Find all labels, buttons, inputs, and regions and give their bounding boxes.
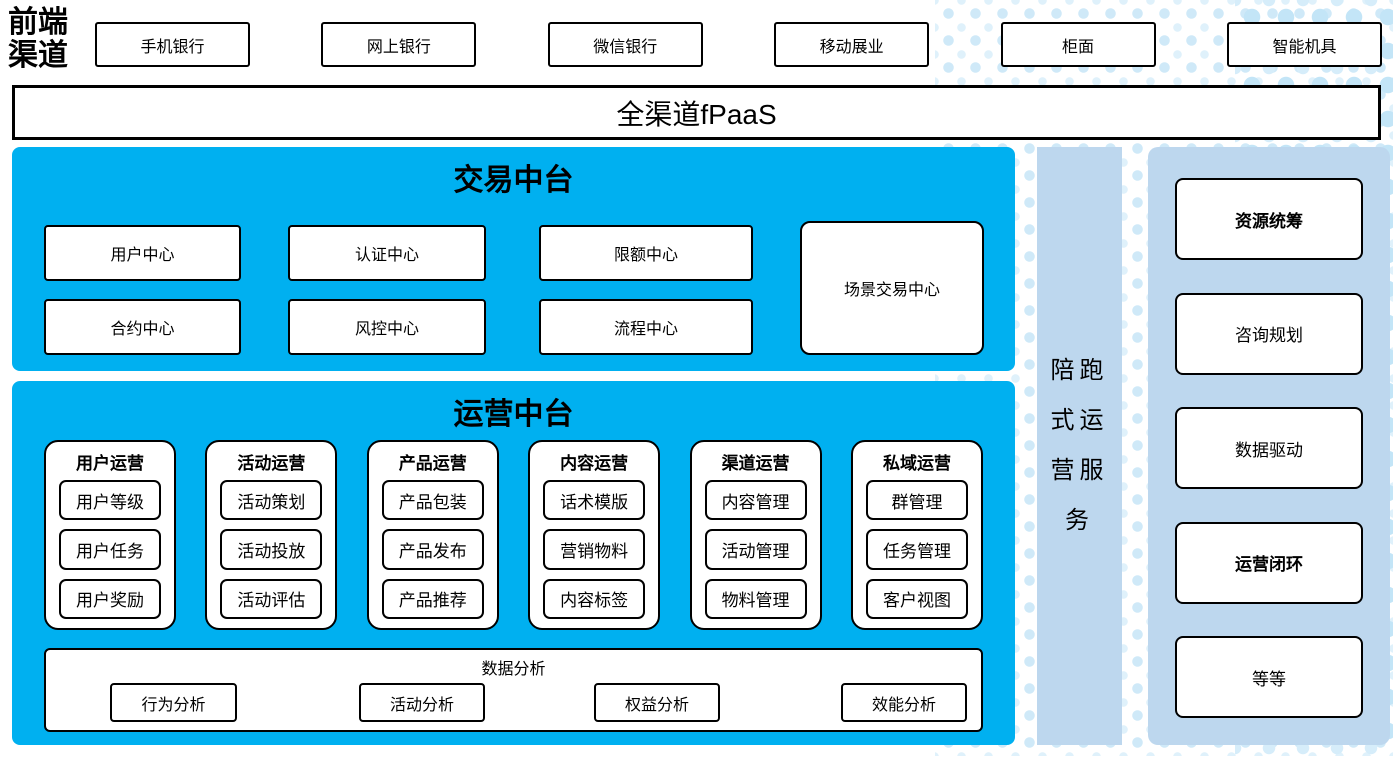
- node-user-reward: 用户奖励: [59, 578, 161, 619]
- node-group-management: 群管理: [865, 480, 968, 521]
- node-process-center: 流程中心: [539, 299, 753, 355]
- node-material-management: 物料管理: [704, 578, 807, 619]
- node-script-template: 话术模版: [543, 480, 646, 521]
- node-activity-evaluation: 活动评估: [220, 578, 323, 619]
- omnichannel-fpaas-bar: 全渠道fPaaS: [12, 85, 1381, 140]
- node-user-task: 用户任务: [59, 529, 161, 570]
- column-header: 用户运营: [76, 454, 144, 473]
- column-product-operation: 产品运营 产品包装 产品发布 产品推荐: [366, 440, 499, 630]
- node-etcetera: 等等: [1175, 636, 1363, 718]
- node-user-level: 用户等级: [59, 480, 161, 521]
- node-marketing-material: 营销物料: [543, 529, 646, 570]
- companion-operation-service-strip: 陪跑式运营服务: [1037, 147, 1122, 745]
- node-limit-center: 限额中心: [539, 225, 753, 281]
- node-activity-delivery: 活动投放: [220, 529, 323, 570]
- node-customer-view: 客户视图: [865, 578, 968, 619]
- data-analysis-title: 数据分析: [481, 661, 546, 678]
- node-data-driven: 数据驱动: [1175, 407, 1363, 489]
- node-benefit-analysis: 权益分析: [594, 683, 720, 722]
- channel-box-smart-devices: 智能机具: [1226, 22, 1382, 67]
- column-header: 产品运营: [398, 454, 467, 473]
- front-channels-row: 手机银行 网上银行 微信银行 移动展业 柜面 智能机具: [95, 22, 1382, 67]
- column-activity-operation: 活动运营 活动策划 活动投放 活动评估: [205, 440, 338, 630]
- trade-platform-panel: 交易中台 用户中心 认证中心 限额中心 合约中心 风控中心 流程中心 场景交易中…: [12, 147, 1015, 371]
- node-behavior-analysis: 行为分析: [110, 683, 237, 722]
- node-contract-center: 合约中心: [44, 299, 241, 355]
- node-activity-management: 活动管理: [704, 529, 807, 570]
- column-header: 活动运营: [237, 454, 306, 473]
- node-scene-trade-center: 场景交易中心: [800, 221, 984, 355]
- channel-box-mobile-marketing: 移动展业: [774, 22, 930, 67]
- channel-box-wechat-banking: 微信银行: [547, 22, 703, 67]
- node-activity-analysis: 活动分析: [359, 683, 485, 722]
- channel-box-online-banking: 网上银行: [321, 22, 477, 67]
- node-task-management: 任务管理: [865, 529, 968, 570]
- node-consulting-planning: 咨询规划: [1175, 292, 1363, 375]
- channel-box-mobile-banking: 手机银行: [95, 22, 250, 67]
- node-activity-planning: 活动策划: [220, 480, 323, 521]
- node-product-recommendation: 产品推荐: [381, 578, 484, 619]
- column-header: 内容运营: [560, 454, 629, 473]
- column-content-operation: 内容运营 话术模版 营销物料 内容标签: [528, 440, 661, 630]
- service-items-panel: 资源统筹 咨询规划 数据驱动 运营闭环 等等: [1148, 147, 1390, 745]
- front-channels-label: 前端渠道: [8, 6, 68, 72]
- column-header: 渠道运营: [721, 454, 790, 473]
- operation-platform-title: 运营中台: [453, 398, 574, 431]
- operation-platform-panel: 运营中台 用户运营 用户等级 用户任务 用户奖励 活动运营 活动策划 活动投放 …: [12, 381, 1015, 745]
- operation-columns-row: 用户运营 用户等级 用户任务 用户奖励 活动运营 活动策划 活动投放 活动评估 …: [44, 440, 983, 630]
- node-efficiency-analysis: 效能分析: [841, 683, 967, 722]
- column-user-operation: 用户运营 用户等级 用户任务 用户奖励: [44, 440, 176, 630]
- column-private-domain-operation: 私域运营 群管理 任务管理 客户视图: [850, 440, 983, 630]
- companion-operation-service-label: 陪跑式运营服务: [1050, 357, 1109, 534]
- node-product-release: 产品发布: [381, 529, 484, 570]
- column-channel-operation: 渠道运营 内容管理 活动管理 物料管理: [689, 440, 822, 630]
- data-analysis-container: 数据分析 行为分析 活动分析 权益分析 效能分析: [44, 648, 983, 732]
- node-content-tag: 内容标签: [543, 578, 646, 619]
- node-auth-center: 认证中心: [288, 225, 486, 281]
- node-product-packaging: 产品包装: [381, 480, 484, 521]
- channel-box-counter: 柜面: [1000, 22, 1156, 67]
- node-risk-center: 风控中心: [288, 299, 486, 355]
- node-content-management: 内容管理: [704, 480, 807, 521]
- node-resource-coordination: 资源统筹: [1175, 178, 1363, 260]
- node-user-center: 用户中心: [44, 225, 241, 281]
- column-header: 私域运营: [882, 454, 951, 473]
- node-operation-closed-loop: 运营闭环: [1175, 521, 1363, 604]
- trade-platform-title: 交易中台: [453, 164, 574, 197]
